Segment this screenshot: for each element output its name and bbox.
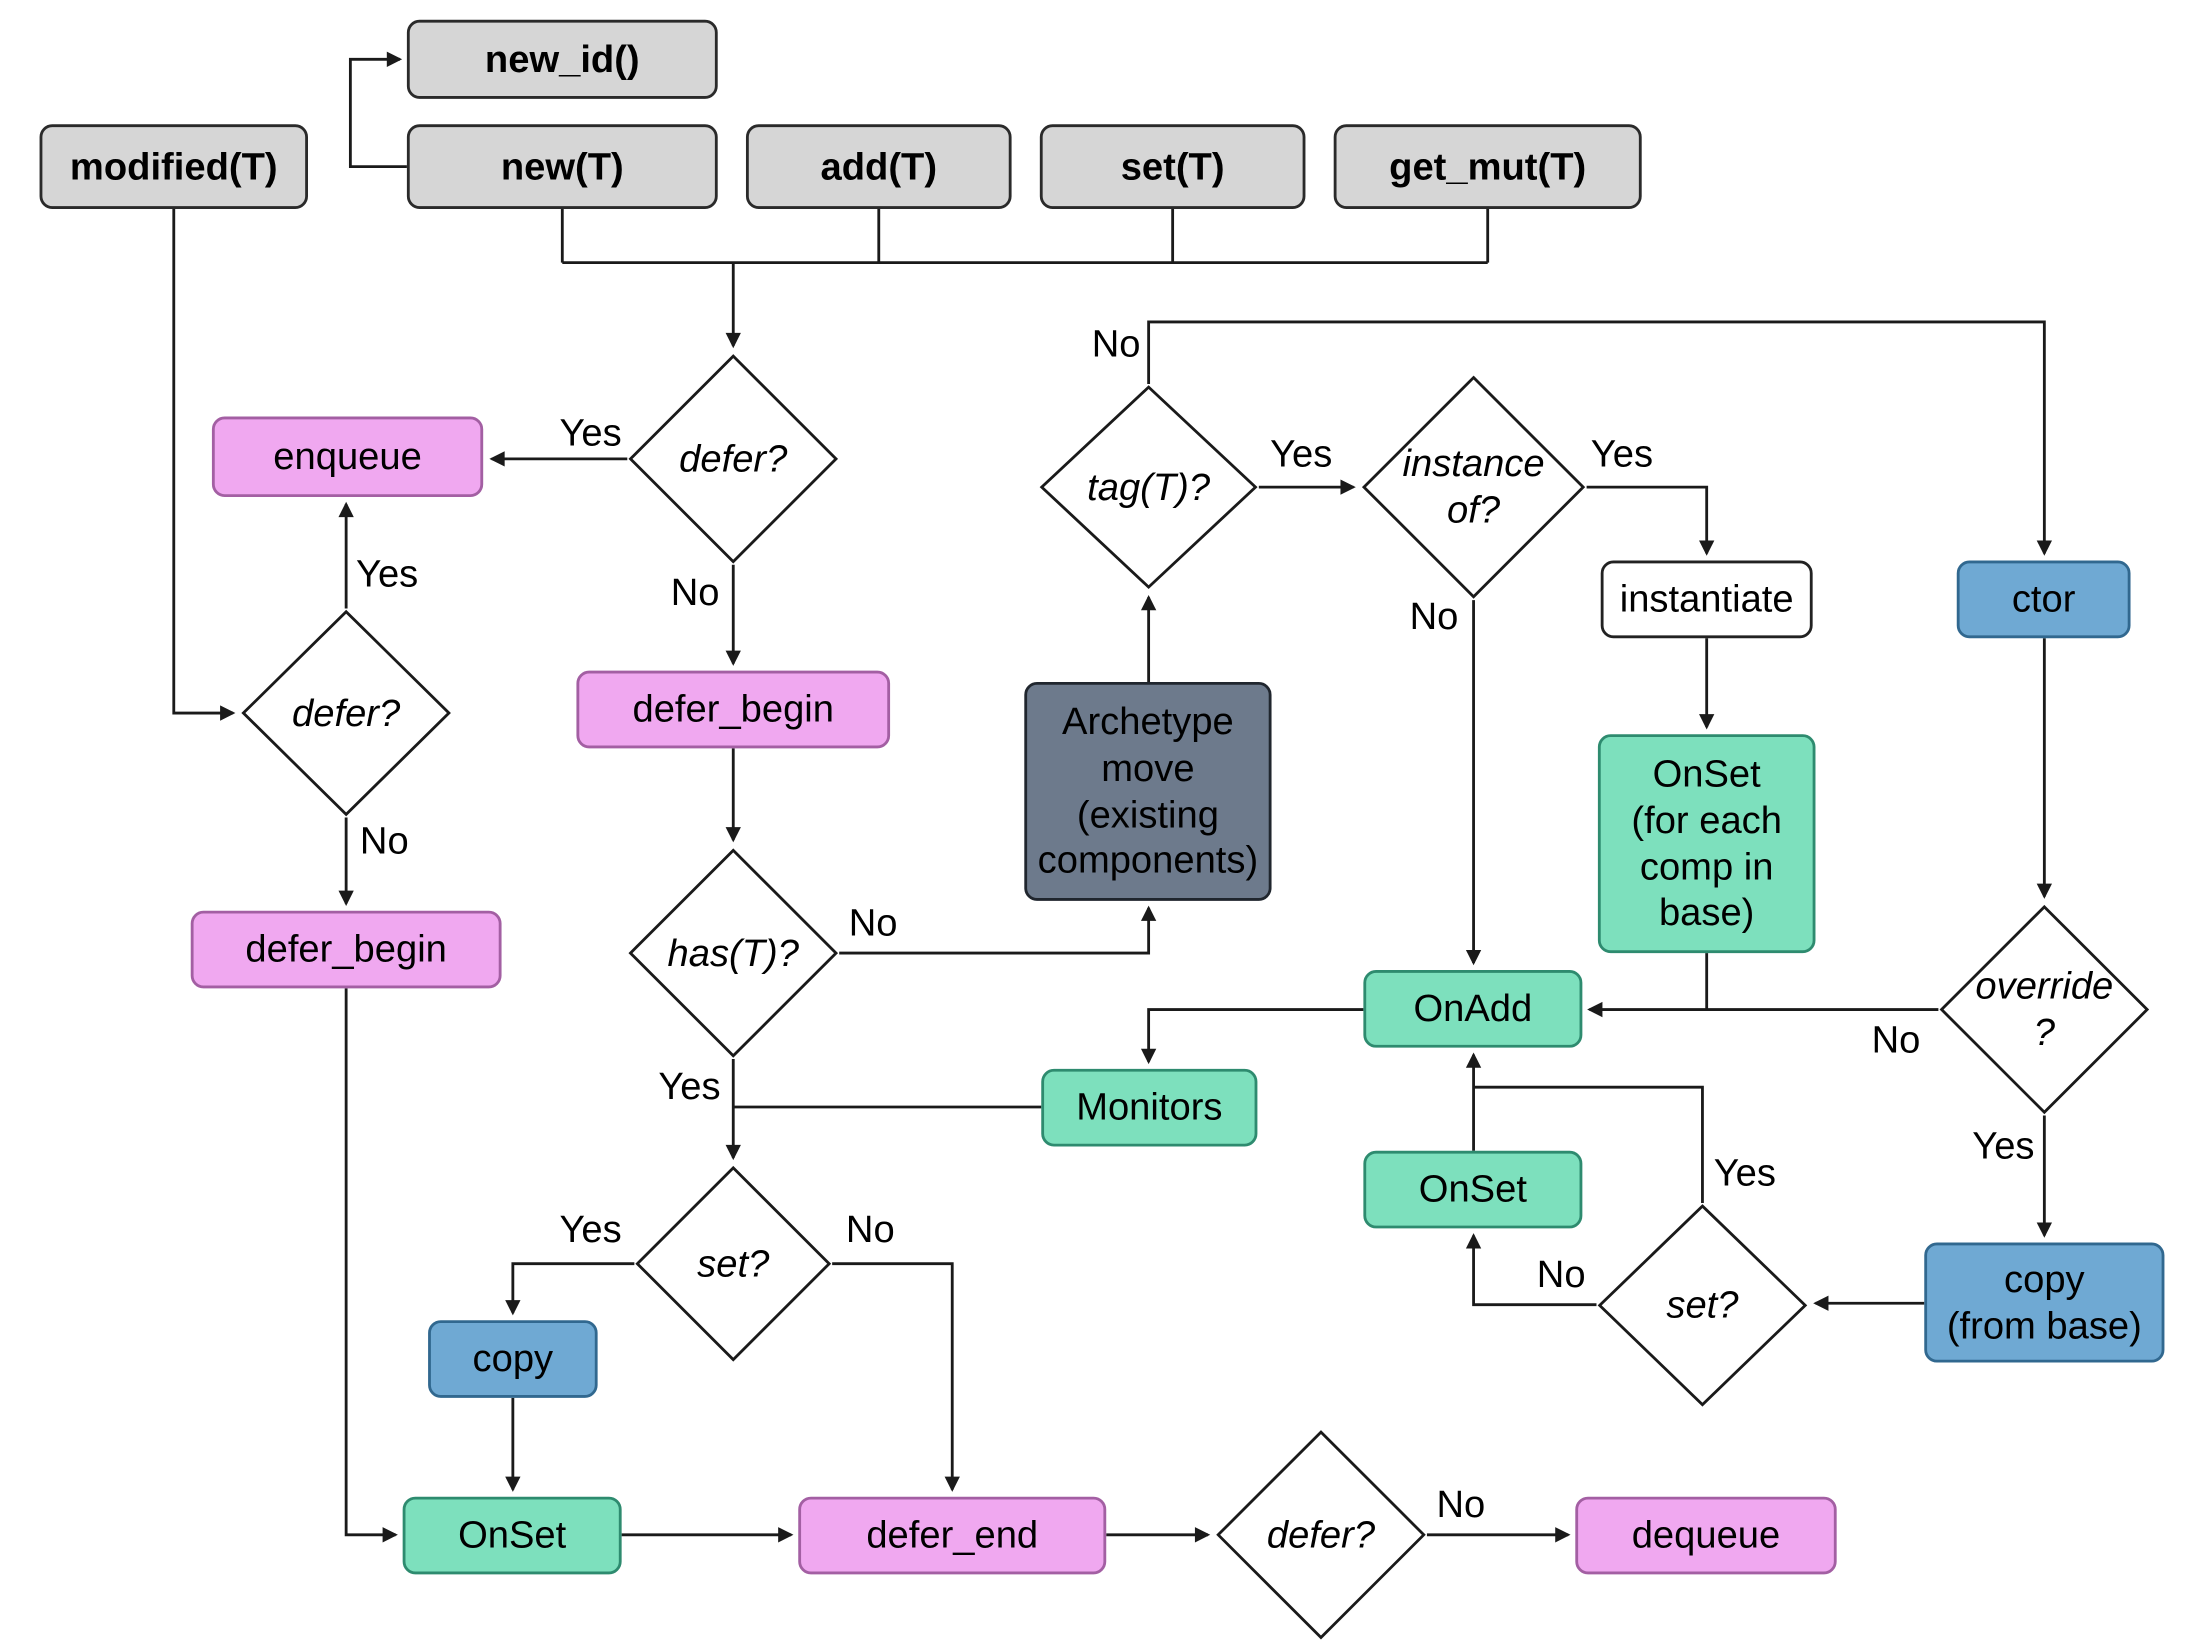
edge-label-no: No (845, 1207, 895, 1251)
edge-instance-yes-instantiate (1586, 485, 1715, 556)
decision-defer-bottom: defer? (1215, 1429, 1427, 1641)
edge-setright-yes-join (1473, 1085, 1704, 1203)
edge-label-yes: Yes (1590, 432, 1654, 476)
node-get-mut: get_mut(T) (1333, 124, 1642, 209)
edge-has-no-archetype (839, 905, 1157, 955)
diamond-shape (1938, 904, 2150, 1116)
edge-deferbeginleft-to-onset (344, 988, 398, 1543)
node-add: add(T) (745, 124, 1012, 209)
diamond-shape (1596, 1203, 1808, 1408)
edge-label-yes: Yes (559, 411, 622, 454)
node-defer-end: defer_end (798, 1496, 1107, 1575)
diamond-shape (1361, 374, 1587, 600)
edge-label-no: No (1091, 322, 1141, 365)
node-onset-bottom: OnSet (402, 1496, 622, 1575)
node-monitors: Monitors (1041, 1068, 1258, 1147)
decision-defer-center: defer? (627, 353, 839, 565)
edge-setleft-yes-copy (505, 1262, 635, 1316)
decision-has: has(T)? (627, 847, 839, 1059)
edge-label-no: No (1436, 1483, 1486, 1526)
decision-defer-left: defer? (240, 609, 452, 818)
diamond-shape (627, 353, 839, 565)
edge-label-no: No (670, 571, 720, 614)
edge-label-no: No (1409, 595, 1459, 638)
edge-label-yes: Yes (1270, 432, 1333, 476)
edge-label-yes: Yes (559, 1207, 622, 1251)
node-new: new(T) (406, 124, 718, 209)
edge-label-no: No (1536, 1253, 1586, 1296)
node-defer-begin-left: defer_begin (190, 910, 502, 989)
node-ctor: ctor (1956, 560, 2131, 639)
node-defer-begin-center: defer_begin (576, 670, 891, 749)
decision-override: override ? (1938, 904, 2150, 1116)
edge-modified-to-defer (172, 208, 236, 721)
edge-setleft-no-deferend (832, 1262, 960, 1492)
decision-tag: tag(T)? (1038, 384, 1258, 590)
edge-label-yes: Yes (1713, 1151, 1776, 1194)
edge-label-yes: Yes (355, 552, 419, 596)
edge-new-to-newid (348, 51, 407, 169)
edge-tag-no-ctor (1147, 320, 2053, 556)
decision-set-left: set? (634, 1165, 832, 1363)
node-onadd: OnAdd (1363, 970, 1583, 1048)
diamond-shape (1215, 1429, 1427, 1641)
decision-instance-of: instance of? (1361, 374, 1587, 600)
diamond-shape (627, 847, 839, 1059)
node-onset-right: OnSet (1363, 1150, 1583, 1229)
node-archetype-move: Archetype move (existing components) (1024, 681, 1272, 901)
node-set: set(T) (1039, 124, 1306, 209)
node-instantiate: instantiate (1600, 560, 1813, 639)
edge-label-no: No (1871, 1018, 1921, 1062)
node-copy: copy (428, 1320, 598, 1398)
node-new-id: new_id() (406, 19, 718, 99)
edge-label-no: No (848, 901, 898, 944)
node-modified: modified(T) (39, 124, 308, 209)
edge-label-no: No (359, 819, 409, 863)
edge-setright-no-onset (1465, 1233, 1597, 1307)
edge-label-yes: Yes (1972, 1124, 2035, 1167)
decision-set-right: set? (1596, 1203, 1808, 1408)
diamond-shape (1038, 384, 1258, 590)
node-enqueue: enqueue (211, 416, 484, 498)
edge-onadd-to-monitors (1140, 1008, 1364, 1065)
node-dequeue: dequeue (1575, 1496, 1837, 1575)
diamond-shape (240, 609, 452, 818)
diamond-shape (634, 1165, 832, 1363)
node-copy-from-base: copy (from base) (1924, 1242, 2165, 1363)
edge-label-yes: Yes (658, 1065, 721, 1108)
node-onset-base: OnSet (for each comp in base) (1597, 734, 1816, 954)
